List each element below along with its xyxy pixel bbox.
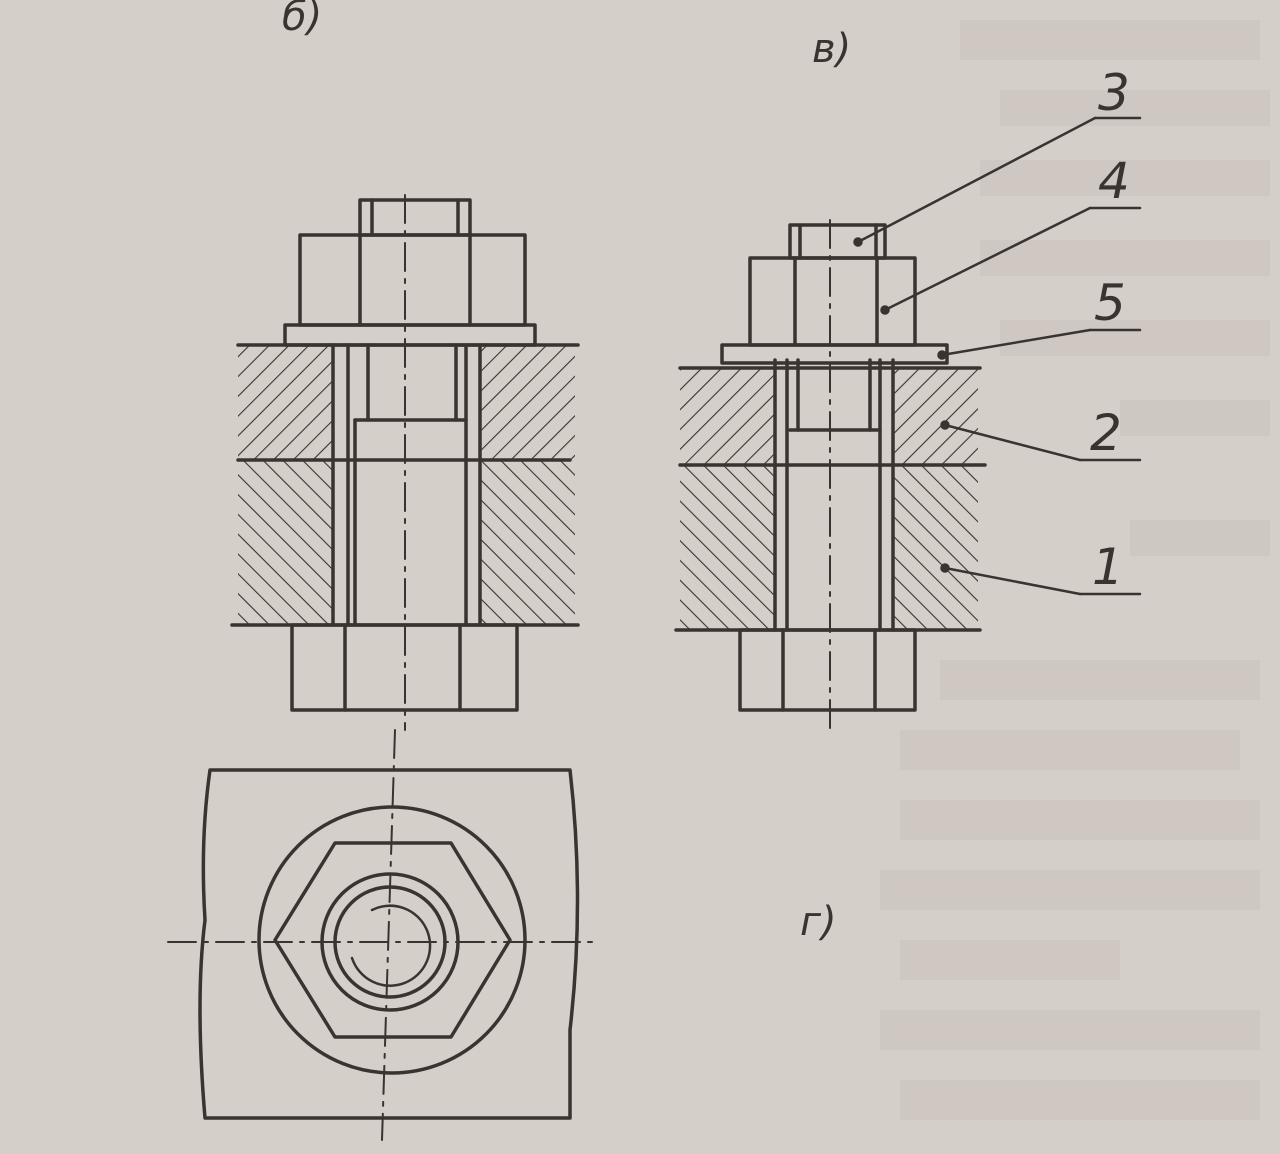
bolt-end-v [788,223,887,260]
subfigure-g-drawing [167,729,599,1141]
bolt-end-b [358,198,472,237]
callout-label-4: 4 [1098,152,1130,210]
plate-top-view [198,768,580,1120]
callout-label-1: 1 [1092,538,1124,596]
bolt-head-v [738,628,917,712]
callout-label-2: 2 [1090,404,1122,462]
subfigure-label-v: в) [812,26,851,72]
leader-5 [940,328,1092,357]
subfigure-label-g: г) [800,899,837,945]
subfigure-v-drawing [674,116,1142,731]
hex-nut-outline [273,841,512,1039]
leader-2 [943,423,1082,462]
callout-label-3: 3 [1098,64,1130,122]
leader-3 [856,116,1097,244]
centerline-vert [381,729,396,1141]
nut-v [748,256,917,347]
lower-plate-left [238,460,333,625]
washer-v [720,343,949,365]
nut-b [298,233,527,327]
washer-outline [257,805,527,1075]
upper-plate-left [238,345,333,460]
bolt-head-b [290,623,519,712]
subfigure-label-b: б) [282,0,322,40]
leader-1 [943,566,1082,596]
leader-4 [883,206,1092,312]
upper-plate-right [480,345,575,460]
subfigure-b-drawing [230,194,580,731]
callout-label-5: 5 [1094,274,1126,332]
lower-plate-right [480,460,575,625]
washer-b [283,323,537,347]
